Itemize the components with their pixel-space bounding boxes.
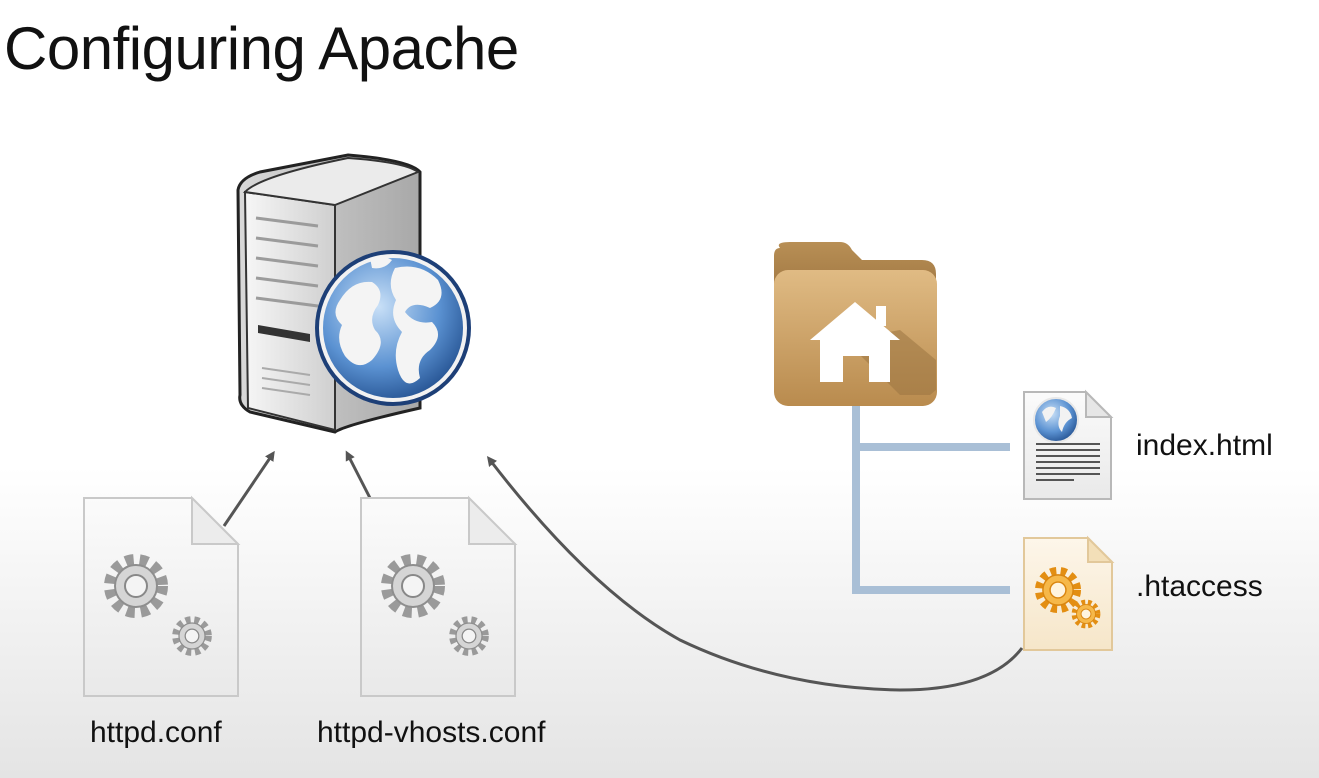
htaccess-arrow bbox=[486, 456, 1024, 692]
directory-tree-lines bbox=[852, 400, 1010, 594]
gear-icon bbox=[1034, 566, 1082, 614]
httpd-conf-label: httpd.conf bbox=[90, 716, 222, 749]
httpd-conf-file-icon bbox=[83, 495, 241, 697]
index-html-label: index.html bbox=[1136, 429, 1273, 462]
globe-icon bbox=[315, 250, 471, 406]
house-icon bbox=[810, 302, 900, 382]
page-title: Configuring Apache bbox=[4, 15, 519, 82]
gear-icon bbox=[176, 620, 208, 652]
vhosts-conf-arrow bbox=[345, 450, 372, 499]
gear-icon bbox=[387, 560, 439, 612]
home-folder-icon bbox=[774, 242, 937, 406]
htaccess-file-icon bbox=[1023, 535, 1115, 651]
config-arrows bbox=[222, 450, 1024, 692]
vhosts-conf-file-icon bbox=[360, 495, 518, 697]
gear-icon bbox=[110, 560, 162, 612]
globe-icon bbox=[1033, 397, 1079, 443]
gear-icon bbox=[453, 620, 485, 652]
httpd-conf-arrow bbox=[222, 450, 275, 527]
vhosts-conf-label: httpd-vhosts.conf bbox=[317, 716, 546, 749]
html-document-icon bbox=[1023, 389, 1114, 500]
htaccess-label: .htaccess bbox=[1136, 570, 1263, 603]
gear-icon bbox=[1071, 599, 1101, 629]
